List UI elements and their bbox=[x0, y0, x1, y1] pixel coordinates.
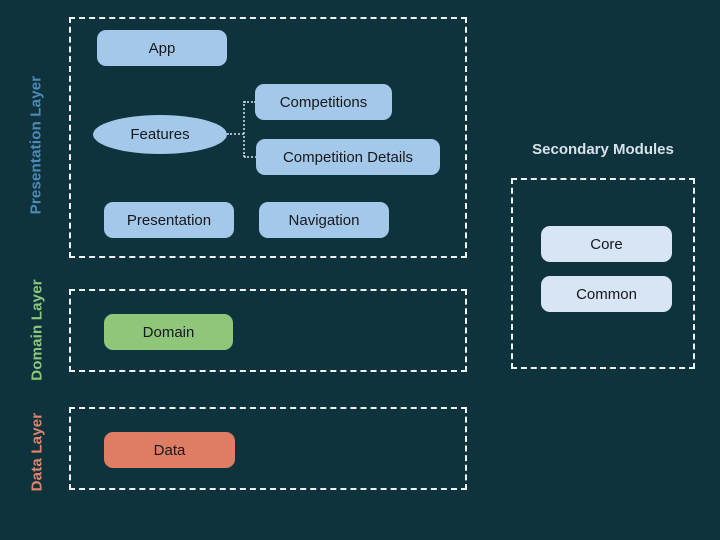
node-competition-details: Competition Details bbox=[256, 139, 440, 175]
node-navigation: Navigation bbox=[259, 202, 389, 238]
node-competitions: Competitions bbox=[255, 84, 392, 120]
data-layer-frame bbox=[69, 407, 467, 490]
connector-vertical bbox=[243, 101, 245, 157]
node-data: Data bbox=[104, 432, 235, 468]
connector-features-stub bbox=[227, 133, 244, 135]
secondary-modules-frame bbox=[511, 178, 695, 369]
data-layer-label: Data Layer bbox=[28, 412, 46, 492]
presentation-layer-frame bbox=[69, 17, 467, 258]
node-core: Core bbox=[541, 226, 672, 262]
secondary-modules-title: Secondary Modules bbox=[532, 141, 674, 158]
node-domain: Domain bbox=[104, 314, 233, 350]
node-features: Features bbox=[93, 115, 227, 154]
domain-layer-label: Domain Layer bbox=[28, 279, 46, 381]
node-app: App bbox=[97, 30, 227, 66]
connector-to-competition-details bbox=[244, 156, 257, 158]
connector-to-competitions bbox=[244, 101, 256, 103]
domain-layer-frame bbox=[69, 289, 467, 372]
node-common: Common bbox=[541, 276, 672, 312]
node-presentation: Presentation bbox=[104, 202, 234, 238]
presentation-layer-label: Presentation Layer bbox=[27, 75, 45, 215]
